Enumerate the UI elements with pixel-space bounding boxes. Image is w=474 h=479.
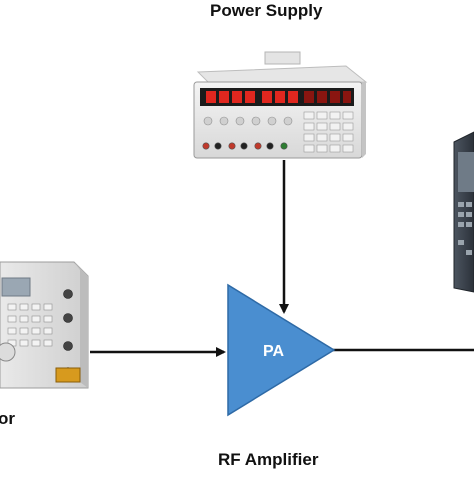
power-supply-display — [206, 91, 351, 103]
rf-amplifier-label: RF Amplifier — [218, 450, 319, 469]
spectrum-analyzer-icon — [453, 131, 474, 293]
signal-generator-icon — [0, 261, 89, 389]
power-amplifier-text: PA — [263, 343, 284, 360]
bench-power-supply-icon — [193, 51, 368, 159]
signal-generator-label: or — [0, 409, 15, 428]
power-amplifier-triangle — [227, 283, 336, 417]
power-supply-label: Power Supply — [210, 1, 323, 20]
